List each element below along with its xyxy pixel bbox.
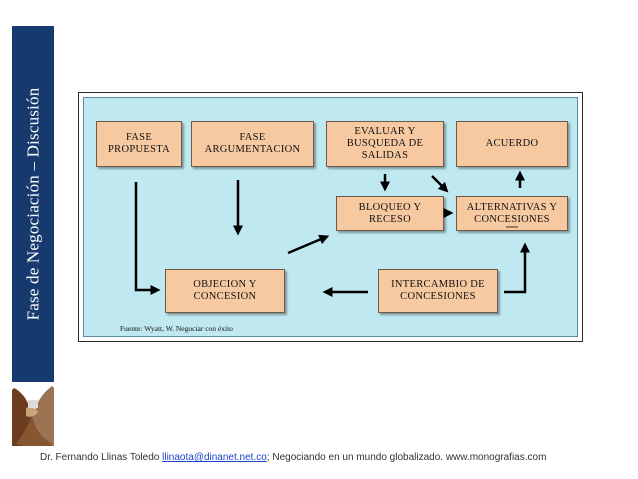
- handshake-icon: [12, 382, 54, 446]
- box-alternativas: ALTERNATIVAS Y CONCESIONES: [456, 196, 568, 231]
- box-label: EVALUAR Y BUSQUEDA DE SALIDAS: [346, 126, 424, 161]
- box-label: FASE ARGUMENTACION: [204, 132, 301, 155]
- slide-title: Fase de Negociación – Discusión: [12, 26, 54, 382]
- box-intercambio: INTERCAMBIO DE CONCESIONES: [378, 269, 498, 313]
- box-label: ALTERNATIVAS Y CONCESIONES: [466, 201, 558, 225]
- footer-author: Dr. Fernando Llinas Toledo: [40, 452, 163, 463]
- box-label: INTERCAMBIO DE CONCESIONES: [391, 279, 485, 302]
- box-evaluar: EVALUAR Y BUSQUEDA DE SALIDAS: [326, 121, 444, 167]
- handshake-image: [12, 382, 54, 446]
- box-fase-argumentacion: FASE ARGUMENTACION: [191, 121, 314, 167]
- box-label: OBJECION Y CONCESION: [193, 279, 257, 302]
- box-label: FASE PROPUESTA: [108, 132, 170, 155]
- box-fase-propuesta: FASE PROPUESTA: [96, 121, 182, 167]
- box-bloqueo: BLOQUEO Y RECESO: [336, 196, 444, 231]
- diagram-source: Fuente: Wyatt, W. Negociar con éxito: [120, 324, 233, 333]
- footer-email-link[interactable]: llinaota@dinanet.net.co: [162, 452, 267, 463]
- slide-title-text: Fase de Negociación – Discusión: [23, 87, 42, 321]
- footer-rest: ; Negociando en un mundo globalizado. ww…: [266, 452, 547, 463]
- sidebar-band: [12, 26, 54, 382]
- box-objecion: OBJECION Y CONCESION: [165, 269, 285, 313]
- box-acuerdo: ACUERDO: [456, 121, 568, 167]
- box-label: BLOQUEO Y RECESO: [358, 201, 422, 225]
- footer: Dr. Fernando Llinas Toledo llinaota@dina…: [40, 452, 546, 463]
- box-label: ACUERDO: [485, 138, 539, 149]
